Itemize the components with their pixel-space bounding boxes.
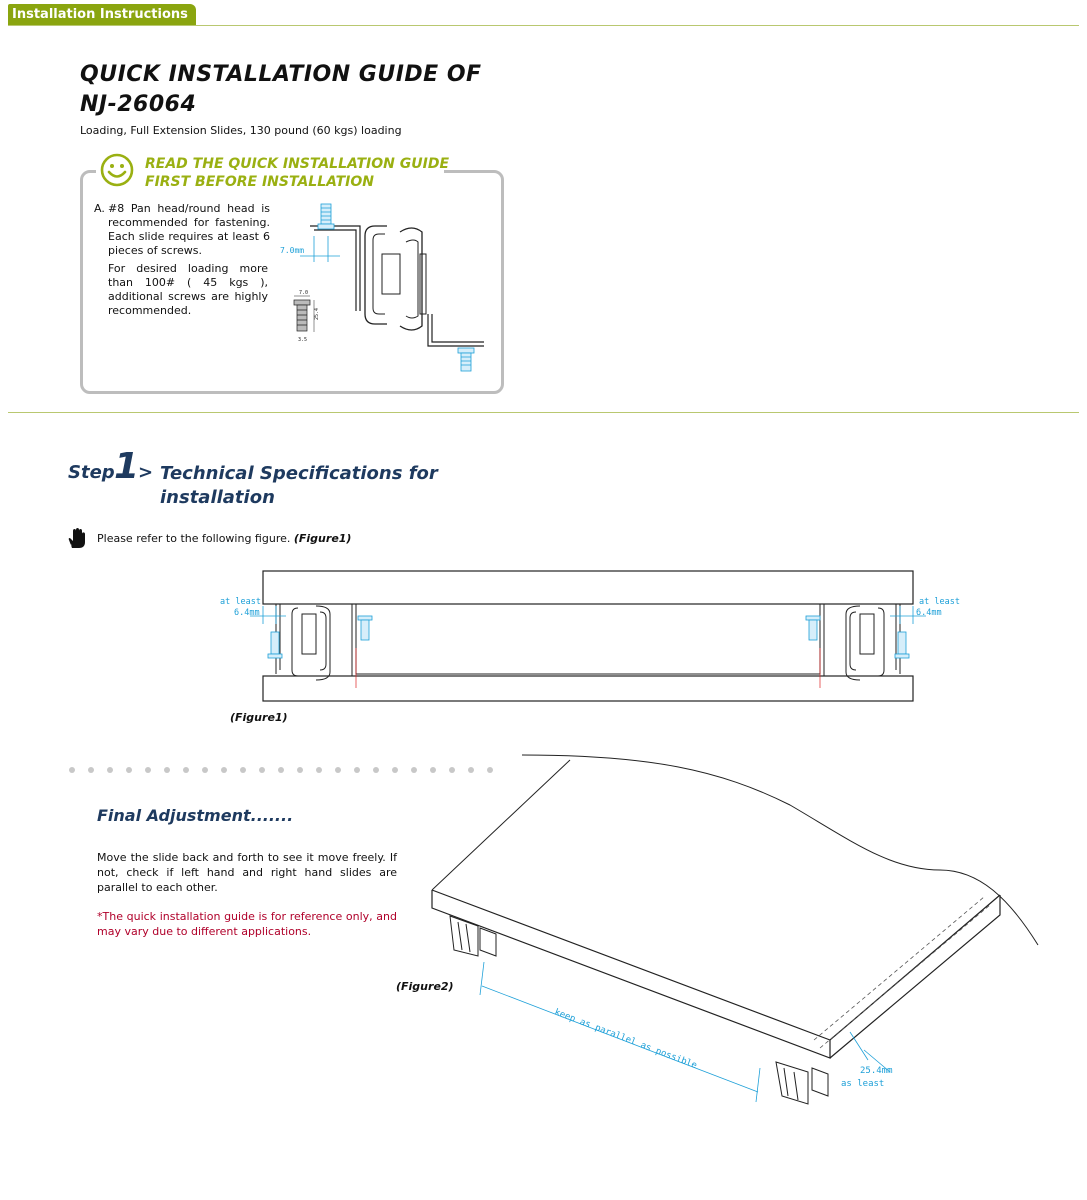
heading-line-1: READ THE QUICK INSTALLATION GUIDE xyxy=(145,156,450,172)
refer-line: Please refer to the following figure. (F… xyxy=(97,532,351,545)
note-a-label: A. xyxy=(94,202,105,215)
fig1-left-dim-1: at least xyxy=(220,597,261,607)
fig2-dim-line-2: as least xyxy=(841,1079,884,1089)
hand-pointer-icon: 1 xyxy=(68,528,85,550)
fig2-parallel-text: keep as parallel as possible xyxy=(553,1007,698,1071)
figure2-label: (Figure2) xyxy=(396,980,454,993)
step-arrow: > xyxy=(138,462,154,483)
header-rule xyxy=(8,25,1079,26)
bracket-cross-section-diagram: 7.0mm 7.0 25.4 3.5 xyxy=(280,203,484,372)
note-a: A. #8 Pan head/round head is recommended… xyxy=(94,202,270,258)
page-title: QUICK INSTALLATION GUIDE OF NJ-26064 xyxy=(80,60,500,120)
screw-dim-top: 7.0 xyxy=(299,290,308,296)
final-adjustment-title: Final Adjustment....... xyxy=(97,806,294,825)
figure2-diagram: keep as parallel as possible 25.4mm as l… xyxy=(431,754,1039,1105)
fig1-right-dim-1: at least xyxy=(919,597,960,607)
title-line-2: NJ-26064 xyxy=(80,92,197,117)
step-title: Technical Specifications for installatio… xyxy=(160,462,460,510)
screw-dim-bottom: 3.5 xyxy=(298,337,307,343)
step-title-line-2: installation xyxy=(160,487,275,508)
bracket-dim-label: 7.0mm xyxy=(280,246,304,255)
note-a-text: #8 Pan head/round head is recommended fo… xyxy=(108,202,270,257)
screw-dim-side: 25.4 xyxy=(314,308,320,320)
section-rule xyxy=(8,412,1079,413)
refer-figure: (Figure1) xyxy=(293,532,352,545)
dotted-divider xyxy=(69,767,493,773)
svg-text:1: 1 xyxy=(69,544,73,550)
disclaimer-note: *The quick installation guide is for ref… xyxy=(97,910,397,938)
fig1-right-dim-2: 6.4mm xyxy=(916,608,942,618)
figure1-diagram: at least 6.4mm at least 6.4mm xyxy=(220,570,960,702)
refer-text: Please refer to the following figure. xyxy=(97,532,291,545)
step-title-line-1: Technical Specifications for xyxy=(160,463,438,484)
note-b-text: For desired loading more than 100# ( 45 … xyxy=(108,262,268,317)
step-word: Step xyxy=(68,462,115,483)
read-first-heading-mask xyxy=(96,150,444,194)
heading-line-2: FIRST BEFORE INSTALLATION xyxy=(145,174,374,190)
smiley-icon xyxy=(100,153,134,187)
read-first-heading: READ THE QUICK INSTALLATION GUIDE FIRST … xyxy=(145,155,449,191)
figure1-label: (Figure1) xyxy=(230,711,288,724)
final-adjustment-body: Move the slide back and forth to see it … xyxy=(97,851,397,894)
section-tab: Installation Instructions xyxy=(8,4,196,26)
fig2-dim-line-1: 25.4mm xyxy=(860,1066,893,1076)
page-subtitle: Loading, Full Extension Slides, 130 poun… xyxy=(80,124,402,137)
fig1-left-dim-2: 6.4mm xyxy=(234,608,260,618)
title-line-1: QUICK INSTALLATION GUIDE OF xyxy=(80,62,482,87)
step-number: 1 xyxy=(114,446,140,487)
